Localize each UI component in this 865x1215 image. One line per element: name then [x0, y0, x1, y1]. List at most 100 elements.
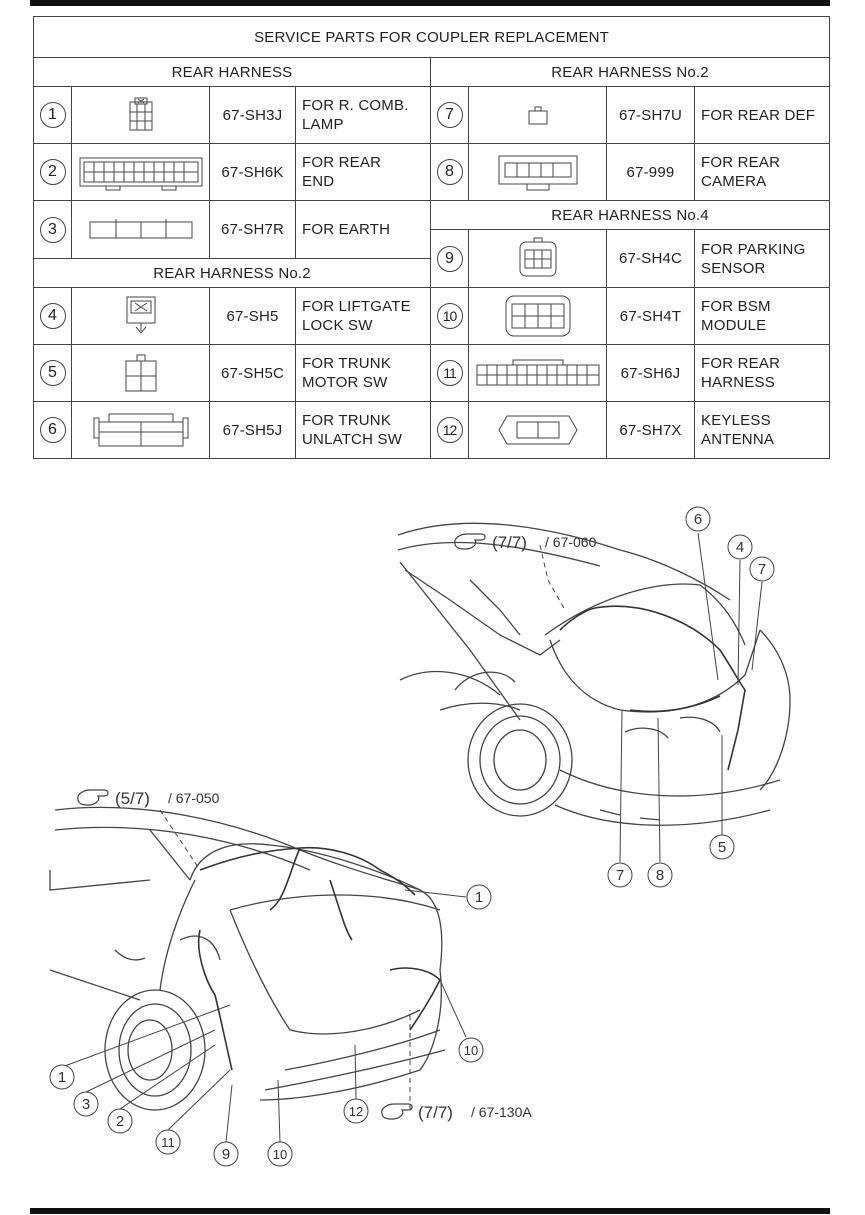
- vehicle-harness-illustration: 6 4 7 7 8 5 1 1 3 2 11 9 10 12 10 (7/7) …: [49, 506, 791, 1167]
- part-number-circle: 1: [39, 102, 66, 128]
- part-number-circle: 9: [436, 245, 463, 272]
- callout-circle-3: 3: [73, 1091, 99, 1117]
- callout-circle-4: 4: [727, 534, 753, 560]
- ref-label-mid: (5/7) / 67-050: [77, 789, 220, 808]
- lower-car-drawing: [49, 806, 446, 1111]
- connector-8-icon: [468, 143, 607, 201]
- connector-12-icon: [468, 401, 607, 459]
- connector-11-icon: [468, 344, 607, 402]
- part-number-circle: 8: [436, 159, 463, 185]
- callout-circle-12: 12: [343, 1098, 369, 1124]
- svg-text:(5/7): (5/7): [115, 789, 150, 808]
- upper-harness-wire: [559, 605, 746, 771]
- svg-text:10: 10: [273, 1147, 287, 1162]
- svg-text:/ 67-130A: / 67-130A: [471, 1104, 532, 1120]
- svg-text:4: 4: [736, 539, 744, 556]
- pointing-hand-icon: [77, 789, 109, 806]
- svg-text:(7/7): (7/7): [418, 1103, 453, 1122]
- connector-9-icon: [468, 229, 607, 288]
- callout-circle-7: 7: [749, 556, 775, 582]
- connector-6-icon: [71, 401, 210, 459]
- callout-circle-10b: 10: [458, 1037, 484, 1063]
- svg-text:12: 12: [349, 1104, 363, 1119]
- connector-10-icon: [468, 287, 607, 345]
- part-number-circle: 4: [39, 303, 66, 329]
- svg-text:/ 67-060: / 67-060: [545, 534, 597, 550]
- svg-text:8: 8: [656, 867, 664, 884]
- svg-text:7: 7: [758, 561, 766, 578]
- part-number-circle: 6: [39, 417, 66, 443]
- callout-circle-7b: 7: [607, 862, 633, 888]
- part-code: 67-SH4T: [606, 287, 695, 345]
- svg-text:/ 67-050: / 67-050: [168, 790, 220, 806]
- svg-text:7: 7: [616, 867, 624, 884]
- callout-circle-2: 2: [107, 1108, 133, 1134]
- svg-text:5: 5: [718, 839, 726, 856]
- callout-circle-11: 11: [155, 1129, 181, 1155]
- section-rear-harness-no2-left: REAR HARNESS No.2: [33, 258, 431, 288]
- connector-5-icon: [71, 344, 210, 402]
- callout-circle-1b: 1: [49, 1064, 75, 1090]
- part-number-circle: 12: [436, 417, 463, 443]
- ref-label-top: (7/7) / 67-060: [454, 533, 597, 552]
- bottom-border-bar: [30, 1208, 830, 1214]
- part-code: 67-SH7X: [606, 401, 695, 459]
- upper-car-drawing: [397, 522, 791, 826]
- table-row: 1 67-SH3J FOR R. COMB.LAMP 7 67-SH7U FOR…: [33, 86, 831, 144]
- part-code: 67-SH6K: [209, 143, 296, 201]
- svg-text:(7/7): (7/7): [492, 533, 527, 552]
- part-code: 67-SH5J: [209, 401, 296, 459]
- part-code: 67-SH6J: [606, 344, 695, 402]
- part-number-circle: 5: [39, 360, 66, 386]
- part-code: 67-SH3J: [209, 86, 296, 144]
- part-description: FOR EARTH: [295, 200, 431, 259]
- lower-callouts: 1 1 3 2 11 9 10 12 10: [49, 884, 492, 1167]
- table-title: SERVICE PARTS FOR COUPLER REPLACEMENT: [32, 16, 831, 58]
- pointing-hand-icon: [381, 1103, 413, 1120]
- connector-7-icon: [468, 86, 607, 144]
- connector-3-icon: [71, 200, 210, 259]
- connector-1-icon: [71, 86, 210, 144]
- callout-circle-10: 10: [267, 1141, 293, 1167]
- upper-callouts: 6 4 7 7 8 5: [607, 506, 775, 888]
- part-code: 67-SH7R: [209, 200, 296, 259]
- callout-circle-6: 6: [685, 506, 711, 532]
- part-number-circle: 2: [39, 159, 66, 185]
- part-description: FOR R. COMB.LAMP: [295, 86, 431, 144]
- part-code: 67-SH4C: [606, 229, 695, 288]
- svg-text:11: 11: [161, 1135, 175, 1150]
- svg-text:1: 1: [58, 1069, 66, 1086]
- section-rear-harness: REAR HARNESS: [33, 57, 431, 87]
- callout-circle-5: 5: [709, 834, 735, 860]
- section-rear-harness-no2-right: REAR HARNESS No.2: [429, 57, 831, 87]
- callout-circle-1: 1: [466, 884, 492, 910]
- part-code: 67-999: [606, 143, 695, 201]
- callout-circle-9: 9: [213, 1141, 239, 1167]
- lower-harness-wire: [197, 846, 441, 1071]
- svg-text:10: 10: [464, 1043, 478, 1058]
- svg-text:9: 9: [222, 1146, 230, 1163]
- callout-circle-8: 8: [647, 862, 673, 888]
- part-number-circle: 7: [436, 102, 463, 128]
- svg-text:3: 3: [82, 1096, 90, 1113]
- svg-text:2: 2: [116, 1113, 124, 1130]
- part-description: FOR REAR DEF: [693, 86, 831, 144]
- service-parts-table: SERVICE PARTS FOR COUPLER REPLACEMENT RE…: [32, 16, 831, 459]
- part-number-circle: 11: [436, 360, 463, 386]
- connector-4-icon: [71, 287, 210, 345]
- callout-leaders: [61, 532, 763, 1143]
- ref-label-bottom: (7/7) / 67-130A: [381, 1103, 532, 1122]
- section-rear-harness-no4: REAR HARNESS No.4: [429, 200, 831, 230]
